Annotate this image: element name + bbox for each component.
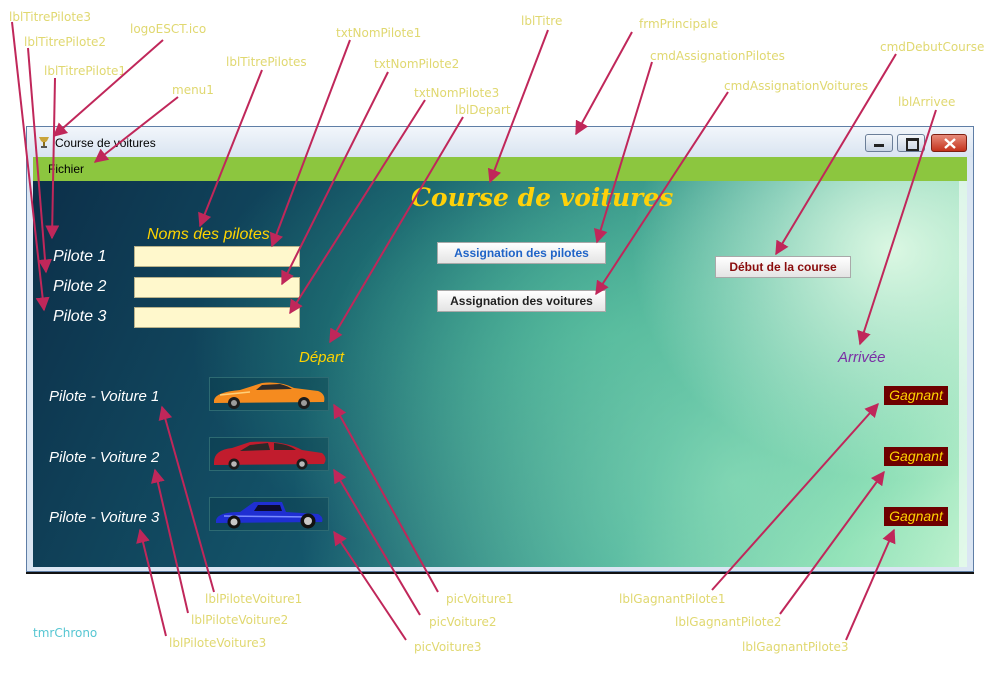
noms-pilotes-header: Noms des pilotes bbox=[147, 226, 270, 243]
form-bottom-border bbox=[26, 572, 974, 574]
arrow-logo bbox=[52, 39, 164, 137]
annotation-cmdassignationpilotes: cmdAssignationPilotes bbox=[650, 49, 785, 63]
annotation-lbltitrepilote1: lblTitrePilote1 bbox=[44, 64, 127, 78]
annotation-lbltitre: lblTitre bbox=[521, 14, 563, 28]
voiture-2-picture bbox=[209, 437, 329, 471]
annotation-picvoiture2: picVoiture2 bbox=[429, 615, 497, 629]
annotation-picvoiture3: picVoiture3 bbox=[414, 640, 482, 654]
annotation-frmprincipale: frmPrincipale bbox=[639, 17, 719, 31]
arrivee-label: Arrivée bbox=[838, 349, 886, 366]
arrow-frmprincipale bbox=[575, 31, 633, 136]
form-client-area: Course de voitures Noms des pilotes Pilo… bbox=[33, 181, 967, 567]
pilote-voiture-1-label: Pilote - Voiture 1 bbox=[49, 388, 160, 405]
pilote-voiture-2-label: Pilote - Voiture 2 bbox=[49, 449, 160, 466]
annotation-lbltitrepilote3: lblTitrePilote3 bbox=[9, 10, 92, 24]
annotation-lbldepart: lblDepart bbox=[455, 103, 511, 117]
pilote-2-label: Pilote 2 bbox=[53, 278, 107, 295]
red-hatchback-car-icon bbox=[214, 441, 326, 470]
annotation-lblgagnantpilote3: lblGagnantPilote3 bbox=[742, 640, 849, 654]
annotation-lblpilotevoiture2: lblPiloteVoiture2 bbox=[191, 613, 289, 627]
depart-label: Départ bbox=[299, 349, 345, 366]
app-trophy-icon bbox=[39, 137, 49, 148]
pilote-voiture-3-label: Pilote - Voiture 3 bbox=[49, 509, 160, 526]
minimize-icon bbox=[874, 144, 884, 147]
voiture-3-picture bbox=[209, 497, 329, 531]
assignation-pilotes-button[interactable]: Assignation des pilotes bbox=[437, 242, 606, 264]
gagnant-pilote-2-label: Gagnant bbox=[884, 447, 948, 466]
pilote-1-label: Pilote 1 bbox=[53, 248, 107, 265]
pilote-3-label: Pilote 3 bbox=[53, 308, 107, 325]
client-edge bbox=[959, 181, 967, 567]
annotation-lblarrivee: lblArrivee bbox=[898, 95, 956, 109]
annotation-menu1: menu1 bbox=[172, 83, 214, 97]
minimize-button[interactable] bbox=[865, 134, 893, 152]
annotation-lblpilotevoiture3: lblPiloteVoiture3 bbox=[169, 636, 267, 650]
form-title: Course de voitures bbox=[411, 183, 674, 212]
maximize-button[interactable] bbox=[897, 134, 925, 152]
annotation-lbltitrepilote2: lblTitrePilote2 bbox=[24, 35, 107, 49]
menu-bar: Fichier bbox=[33, 157, 967, 181]
title-bar[interactable]: Course de voitures bbox=[27, 127, 973, 157]
pilote-3-name-input[interactable] bbox=[134, 307, 300, 328]
annotation-lblpilotevoiture1: lblPiloteVoiture1 bbox=[205, 592, 303, 606]
menu-fichier[interactable]: Fichier bbox=[48, 162, 85, 176]
gagnant-pilote-3-label: Gagnant bbox=[884, 507, 948, 526]
window-title: Course de voitures bbox=[55, 136, 156, 150]
close-button[interactable] bbox=[931, 134, 967, 152]
annotation-cmddebutcourse: cmdDebutCourse bbox=[880, 40, 985, 54]
maximize-icon bbox=[906, 138, 919, 151]
annotation-cmdassignationvoitures: cmdAssignationVoitures bbox=[724, 79, 869, 93]
orange-sports-car-icon bbox=[214, 382, 325, 409]
annotation-lbltitrepilotes: lblTitrePilotes bbox=[226, 55, 307, 69]
annotation-txtnompilote3: txtNomPilote3 bbox=[414, 86, 500, 100]
main-window: Course de voitures Fichier Course de voi… bbox=[26, 126, 974, 572]
pilote-2-name-input[interactable] bbox=[134, 277, 300, 298]
debut-course-button[interactable]: Début de la course bbox=[715, 256, 851, 278]
pilote-1-name-input[interactable] bbox=[134, 246, 300, 267]
annotation-txtnompilote1: txtNomPilote1 bbox=[336, 26, 422, 40]
annotation-picvoiture1: picVoiture1 bbox=[446, 592, 514, 606]
gagnant-pilote-1-label: Gagnant bbox=[884, 386, 948, 405]
annotation-txtnompilote2: txtNomPilote2 bbox=[374, 57, 460, 71]
close-icon bbox=[944, 138, 956, 149]
voiture-1-picture bbox=[209, 377, 329, 411]
annotation-lblgagnantpilote2: lblGagnantPilote2 bbox=[675, 615, 782, 629]
annotation-logo: logoESCT.ico bbox=[130, 22, 207, 36]
annotation-tmrchrono: tmrChrono bbox=[33, 626, 98, 640]
blue-hotrod-car-icon bbox=[216, 502, 323, 529]
annotation-lblgagnantpilote1: lblGagnantPilote1 bbox=[619, 592, 726, 606]
assignation-voitures-button[interactable]: Assignation des voitures bbox=[437, 290, 606, 312]
